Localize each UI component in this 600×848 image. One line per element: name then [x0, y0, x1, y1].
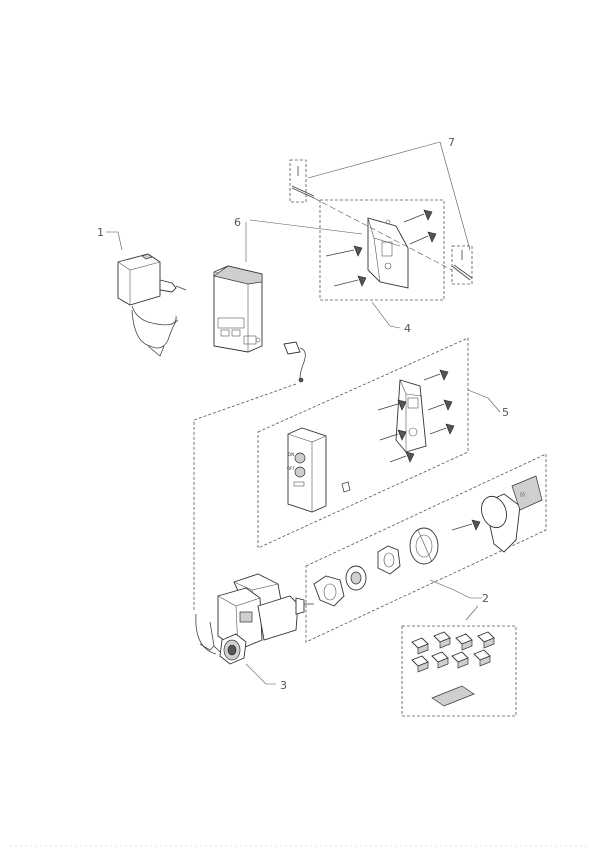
- callout-6: 6: [234, 216, 241, 229]
- bracket-screws: [325, 209, 437, 287]
- leader-line-7b: [439, 141, 471, 251]
- handle-screw: [451, 519, 481, 531]
- wire-connector: [283, 341, 306, 383]
- cap-nut: [409, 527, 439, 565]
- leader-line-5: [467, 389, 501, 413]
- remote-control: ON OFF: [287, 427, 327, 513]
- dashed-axis-bracket: [305, 193, 453, 271]
- handle-marking: ◊◊: [520, 491, 525, 498]
- leader-line-6b: [249, 219, 363, 235]
- adhesive-clips: [411, 631, 495, 673]
- leader-line-2b: [465, 605, 479, 621]
- bracket-box: [319, 199, 445, 301]
- callout-2: 2: [482, 592, 489, 605]
- handle-kit-box: [305, 453, 547, 643]
- leader-line-1: [106, 231, 123, 251]
- screw-box-left: [289, 159, 307, 203]
- holder-screws: [377, 369, 455, 463]
- escutcheon-plate: [313, 575, 345, 607]
- screw-box-right: [451, 245, 473, 285]
- adhesive-kit-box: [401, 625, 517, 717]
- callout-4: 4: [404, 322, 411, 335]
- callout-7: 7: [448, 136, 455, 149]
- leader-line-2: [429, 579, 482, 599]
- leader-line-3: [245, 663, 276, 685]
- wire-path-dashed: [193, 383, 297, 612]
- screw-right: [451, 250, 473, 281]
- callout-3: 3: [280, 679, 287, 692]
- washer: [345, 565, 367, 591]
- hex-nut: [377, 545, 401, 575]
- remote-button-top-label: ON: [288, 452, 294, 457]
- leader-line-4: [371, 301, 401, 329]
- remote-button-bottom-label: OFF: [287, 466, 295, 471]
- remote-small-screw: [341, 481, 351, 493]
- power-adapter: [117, 253, 187, 357]
- remote-holder: [395, 379, 427, 453]
- screw-left: [291, 166, 315, 199]
- solenoid-valve: [195, 573, 314, 665]
- battery-box: [213, 265, 263, 353]
- callout-5: 5: [502, 406, 509, 419]
- handle-lever: ◊◊: [481, 475, 543, 553]
- adhesive-strip: [431, 685, 475, 707]
- callout-1: 1: [97, 226, 104, 239]
- leader-line-7a: [307, 141, 441, 179]
- wall-bracket: [367, 217, 409, 289]
